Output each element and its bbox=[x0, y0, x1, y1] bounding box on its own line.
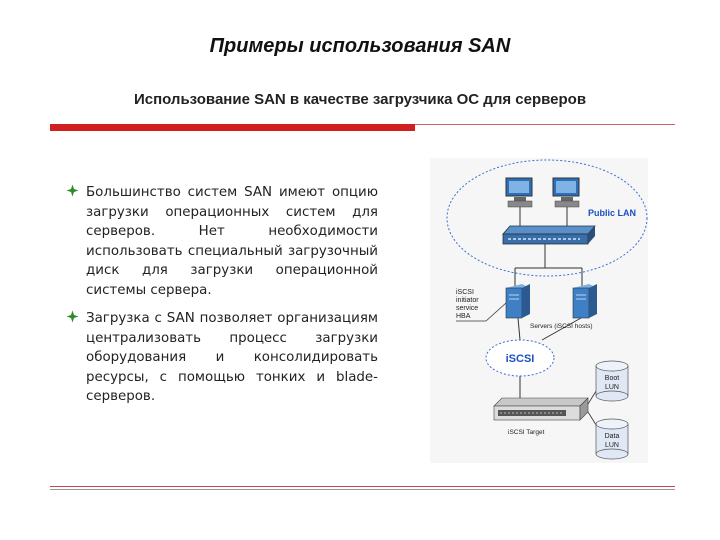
bullet-text: Загрузка с SAN позволяет организациям це… bbox=[86, 311, 378, 404]
storage-array-icon bbox=[493, 397, 589, 421]
diamond-bullet-icon bbox=[66, 184, 79, 197]
data-lun-icon: Data LUN bbox=[595, 418, 629, 460]
workstation-icon bbox=[552, 177, 580, 208]
server-icon bbox=[572, 284, 597, 319]
slide-subtitle: Использование SAN в качестве загрузчика … bbox=[133, 91, 587, 108]
bullet-list: Большинство систем SAN имеют опцию загру… bbox=[66, 183, 378, 416]
iscsi-label: iSCSI bbox=[506, 353, 535, 365]
bullet-text: Большинство систем SAN имеют опцию загру… bbox=[86, 185, 378, 298]
bullet-item: Загрузка с SAN позволяет организациям це… bbox=[66, 309, 378, 407]
boot-lun-icon: Boot LUN bbox=[595, 360, 629, 402]
slide-title: Примеры использования SAN bbox=[209, 35, 511, 57]
servers-caption: Servers (iSCSI hosts) bbox=[530, 323, 593, 330]
diamond-bullet-icon bbox=[66, 310, 79, 323]
svg-text:Boot: Boot bbox=[605, 375, 619, 382]
initiator-label: iSCSI initiator service HBA bbox=[456, 289, 479, 320]
bottom-divider bbox=[50, 486, 675, 487]
server-icon bbox=[505, 284, 530, 319]
svg-text:iSCSI: iSCSI bbox=[456, 289, 474, 296]
public-lan-label: Public LAN bbox=[588, 208, 636, 218]
workstation-icon bbox=[505, 177, 533, 208]
svg-text:Data: Data bbox=[605, 433, 620, 440]
red-accent-bar bbox=[50, 124, 415, 131]
bottom-divider-secondary bbox=[50, 489, 675, 490]
svg-text:LUN: LUN bbox=[605, 442, 619, 449]
bullet-item: Большинство систем SAN имеют опцию загру… bbox=[66, 183, 378, 300]
svg-text:service: service bbox=[456, 305, 478, 312]
san-boot-diagram: Public LAN iSCSI initiator service HBA bbox=[430, 158, 648, 463]
svg-text:initiator: initiator bbox=[456, 297, 479, 304]
public-lan-boundary bbox=[446, 159, 648, 277]
svg-text:HBA: HBA bbox=[456, 313, 471, 320]
network-switch-icon bbox=[502, 225, 596, 245]
top-divider bbox=[415, 124, 675, 125]
iscsi-target-label: iSCSI Target bbox=[508, 429, 545, 436]
svg-text:LUN: LUN bbox=[605, 384, 619, 391]
